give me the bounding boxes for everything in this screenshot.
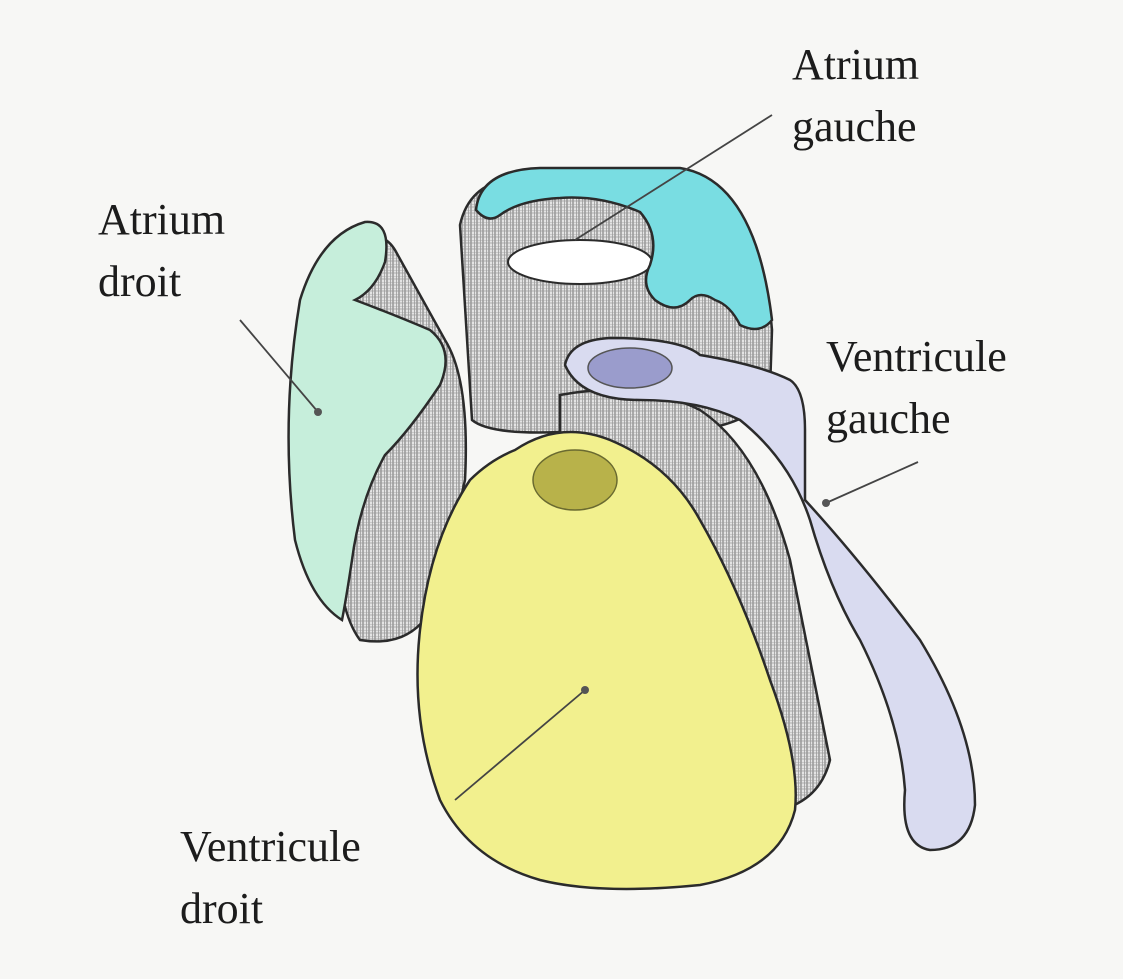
leader-ventricule-gauche [825, 461, 919, 504]
label-atrium-droit: Atrium droit [98, 189, 225, 313]
label-ventricule-droit: Ventricule droit [180, 816, 361, 940]
label-atrium-gauche-line1: Atrium [792, 40, 920, 89]
label-ventricule-gauche: Ventricule gauche [826, 326, 1007, 450]
label-ventricule-droit-line2: droit [180, 884, 264, 933]
label-ventricule-gauche-line1: Ventricule [826, 332, 1007, 381]
leader-lines [239, 114, 919, 801]
leader-dots [314, 408, 830, 694]
ventricule-droit-region [416, 430, 797, 891]
pulmonary-opening [532, 449, 618, 511]
label-atrium-gauche: Atrium gauche [792, 34, 919, 158]
label-atrium-droit-line2: droit [98, 257, 182, 306]
label-ventricule-gauche-line2: gauche [826, 394, 951, 443]
atrium-droit-region [287, 220, 447, 623]
atrium-gauche-region [474, 166, 774, 331]
leader-atrium-droit [239, 319, 319, 413]
label-atrium-gauche-line2: gauche [792, 102, 917, 151]
leader-ventricule-droit [454, 689, 586, 801]
label-atrium-droit-line1: Atrium [98, 195, 226, 244]
label-ventricule-droit-line1: Ventricule [180, 822, 361, 871]
leader-atrium-gauche [574, 114, 773, 241]
ventricule-gauche-region [563, 336, 977, 852]
aorta-opening [587, 347, 673, 389]
